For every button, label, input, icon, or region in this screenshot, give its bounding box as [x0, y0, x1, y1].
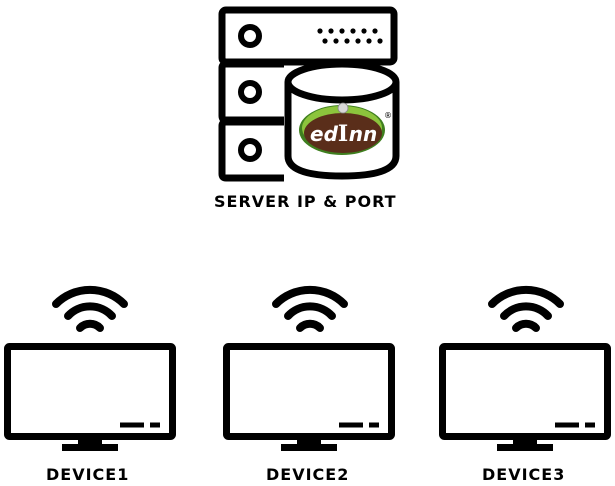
- wifi-icon: [52, 285, 128, 332]
- server-led-1: [238, 24, 262, 48]
- device-label-1: DEVICE1: [46, 465, 130, 484]
- server-led-3: [238, 138, 262, 162]
- logo-text-mid: I: [338, 121, 348, 147]
- database-cylinder: [284, 60, 400, 180]
- device-label-3: DEVICE3: [482, 465, 566, 484]
- logo-text-left: ed: [310, 122, 339, 146]
- monitor-icon: [439, 343, 611, 451]
- server-vent-dots: [317, 28, 383, 44]
- monitor-icon: [4, 343, 176, 451]
- device-label-2: DEVICE2: [266, 465, 350, 484]
- server-rack-unit-1: [218, 6, 398, 66]
- server-rack-unit-2: [218, 60, 284, 124]
- logo-text-right: nn: [349, 122, 377, 146]
- server-database-icon: ed I nn ®: [218, 6, 400, 182]
- monitor-icon: [223, 343, 395, 451]
- server-label: SERVER IP & PORT: [214, 192, 397, 211]
- wifi-icon: [488, 285, 564, 332]
- edinn-logo: ed I nn ®: [299, 102, 392, 155]
- server-rack-unit-3: [218, 118, 284, 182]
- logo-registered-mark: ®: [384, 111, 392, 120]
- server-led-2: [238, 80, 262, 104]
- wifi-icon: [272, 285, 348, 332]
